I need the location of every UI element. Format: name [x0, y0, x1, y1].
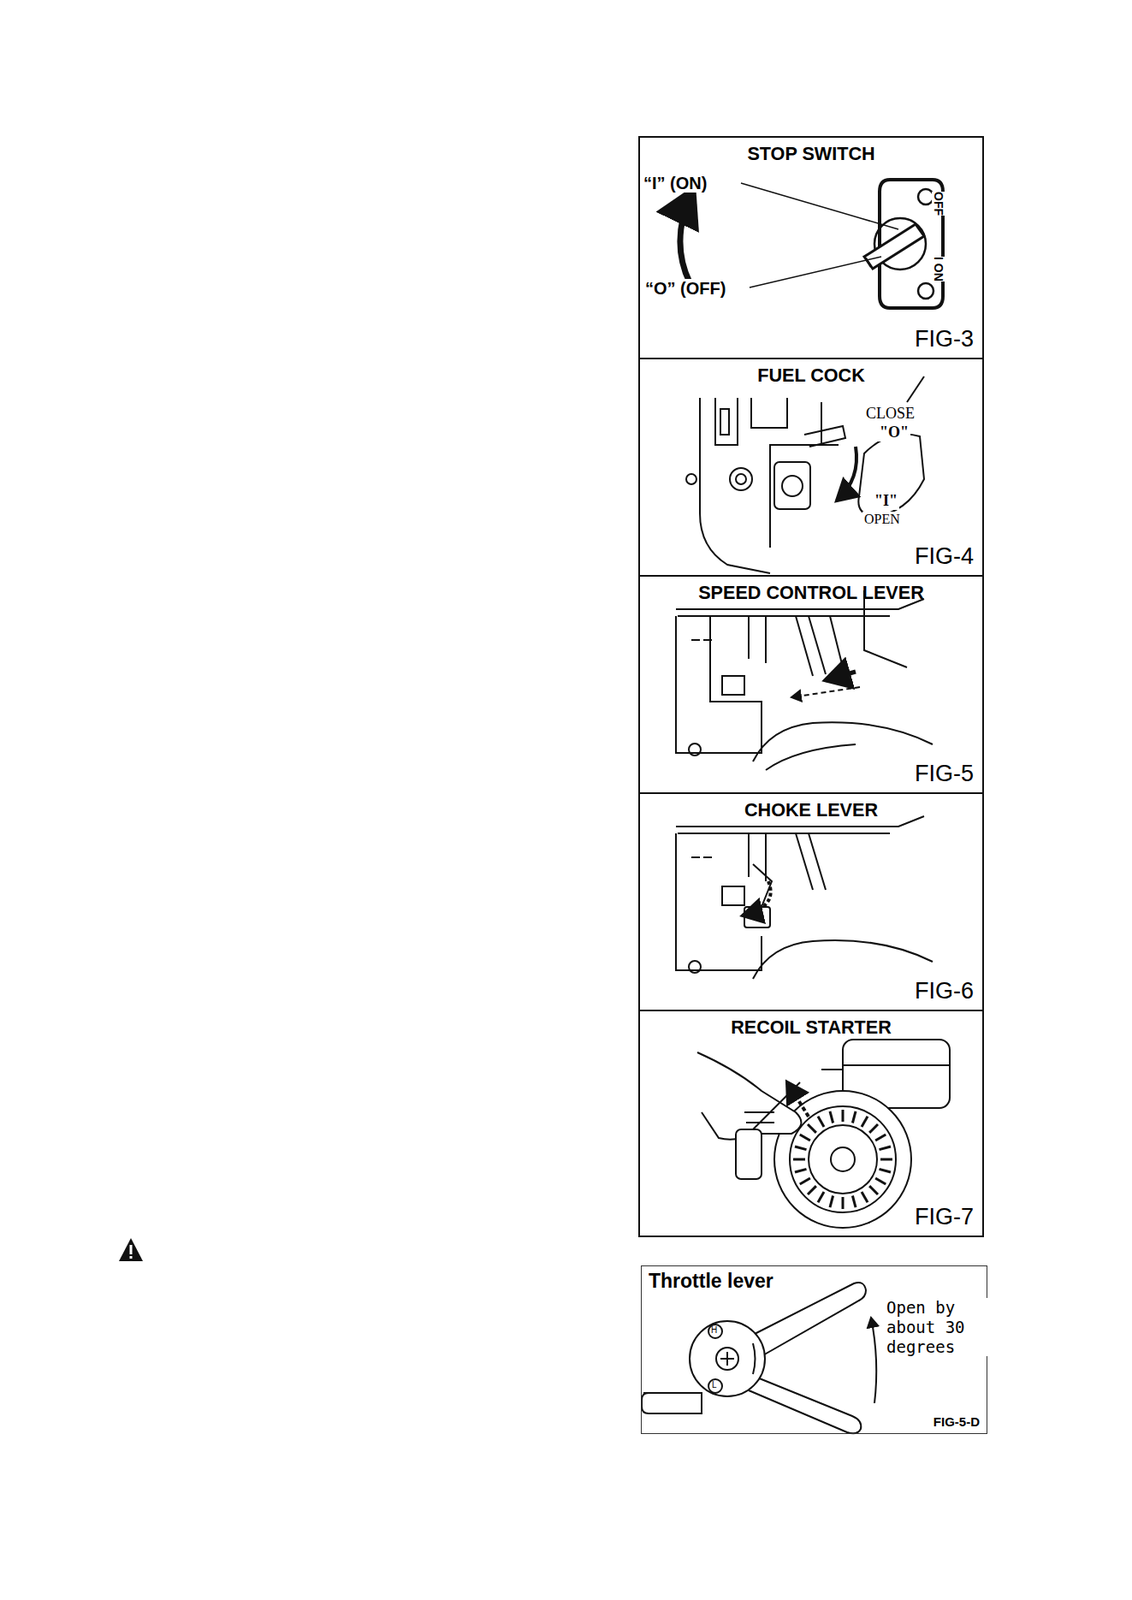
figure-panel: CHOKE LEVER FIG-6 — [638, 792, 984, 1012]
figure-number: FIG-7 — [914, 1203, 974, 1231]
speed-lever-drawing — [675, 590, 933, 771]
figure-number: FIG-4 — [914, 543, 974, 570]
figure-panel: STOP SWITCH FIG-3 — [638, 136, 984, 360]
callout-label: “I” (ON) — [641, 173, 709, 193]
fuel-cock-drawing — [686, 376, 925, 574]
figure-number: FIG-5 — [914, 760, 974, 788]
callout-label: "O" — [877, 424, 911, 442]
figure-number: FIG-6 — [914, 977, 974, 1005]
callout-label: "I" — [872, 492, 900, 510]
panel-heading: SPEED CONTROL LEVER — [640, 581, 983, 605]
panel-heading: CHOKE LEVER — [640, 799, 983, 822]
panel-heading: RECOIL STARTER — [640, 1016, 983, 1039]
figure-panel: FUEL COCK FIG-4 — [638, 357, 984, 577]
panel-heading: STOP SWITCH — [640, 142, 983, 166]
callout-label: CLOSE — [864, 405, 917, 423]
callout-label: OPEN — [862, 511, 902, 528]
figure-panel: RECOIL STARTER FIG-7 — [638, 1009, 984, 1238]
figure-number: FIG-5-D — [933, 1414, 980, 1429]
figure-panel: SPEED CONTROL LEVER FIG-5 — [638, 574, 984, 795]
figure-number: FIG-3 — [914, 325, 974, 353]
warning-icon — [118, 1238, 143, 1262]
choke-lever-drawing — [675, 816, 933, 979]
recoil-starter-drawing — [697, 1039, 950, 1228]
callout-label: Open by about 30 degrees — [884, 1297, 991, 1357]
callout-label: “O” (OFF) — [643, 278, 728, 298]
throttle-lever-drawing — [641, 1282, 877, 1434]
callout-label: L — [711, 1380, 718, 1390]
callout-label: H — [711, 1325, 718, 1335]
callout-label: I ON — [931, 256, 945, 282]
panel-heading: Throttle lever — [648, 1269, 774, 1293]
callout-label: OFF — [931, 191, 945, 216]
panel-heading: FUEL COCK — [640, 364, 983, 387]
